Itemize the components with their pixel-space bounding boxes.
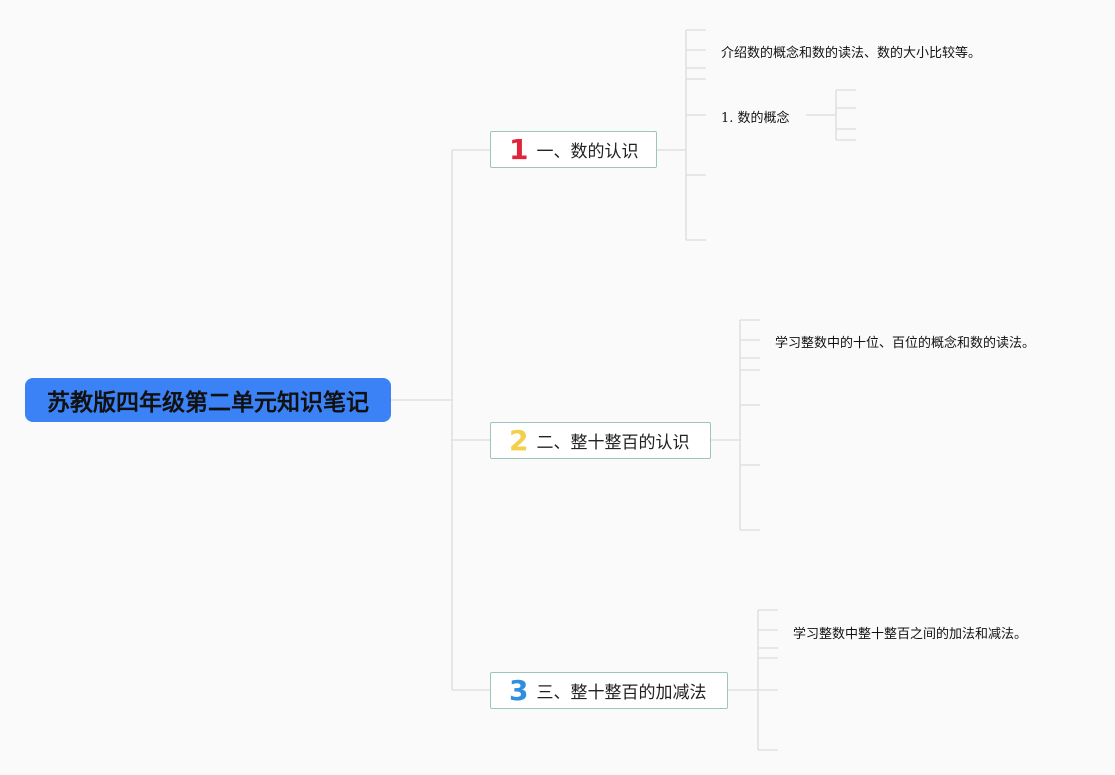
root-topic[interactable]: 苏教版四年级第二单元知识笔记: [25, 378, 391, 422]
branch-label: 三、整十整百的加减法: [536, 683, 707, 703]
number-3-icon: 3: [509, 673, 529, 707]
root-title: 苏教版四年级第二单元知识笔记: [47, 390, 369, 416]
branch-topic-1[interactable]: 1 一、数的认识: [490, 131, 657, 168]
leaf-topic[interactable]: 1. 数的概念: [721, 111, 790, 126]
branch-label: 二、整十整百的认识: [536, 433, 690, 453]
leaf-topic[interactable]: 介绍数的概念和数的读法、数的大小比较等。: [721, 46, 982, 61]
branch-topic-3[interactable]: 3 三、整十整百的加减法: [490, 672, 728, 709]
leaf-topic[interactable]: 学习整数中的十位、百位的概念和数的读法。: [775, 336, 1036, 351]
branch-label: 一、数的认识: [536, 142, 639, 162]
branch-topic-2[interactable]: 2 二、整十整百的认识: [490, 422, 711, 459]
number-1-icon: 1: [509, 132, 529, 166]
number-2-icon: 2: [509, 423, 529, 457]
leaf-topic[interactable]: 学习整数中整十整百之间的加法和减法。: [793, 627, 1028, 642]
